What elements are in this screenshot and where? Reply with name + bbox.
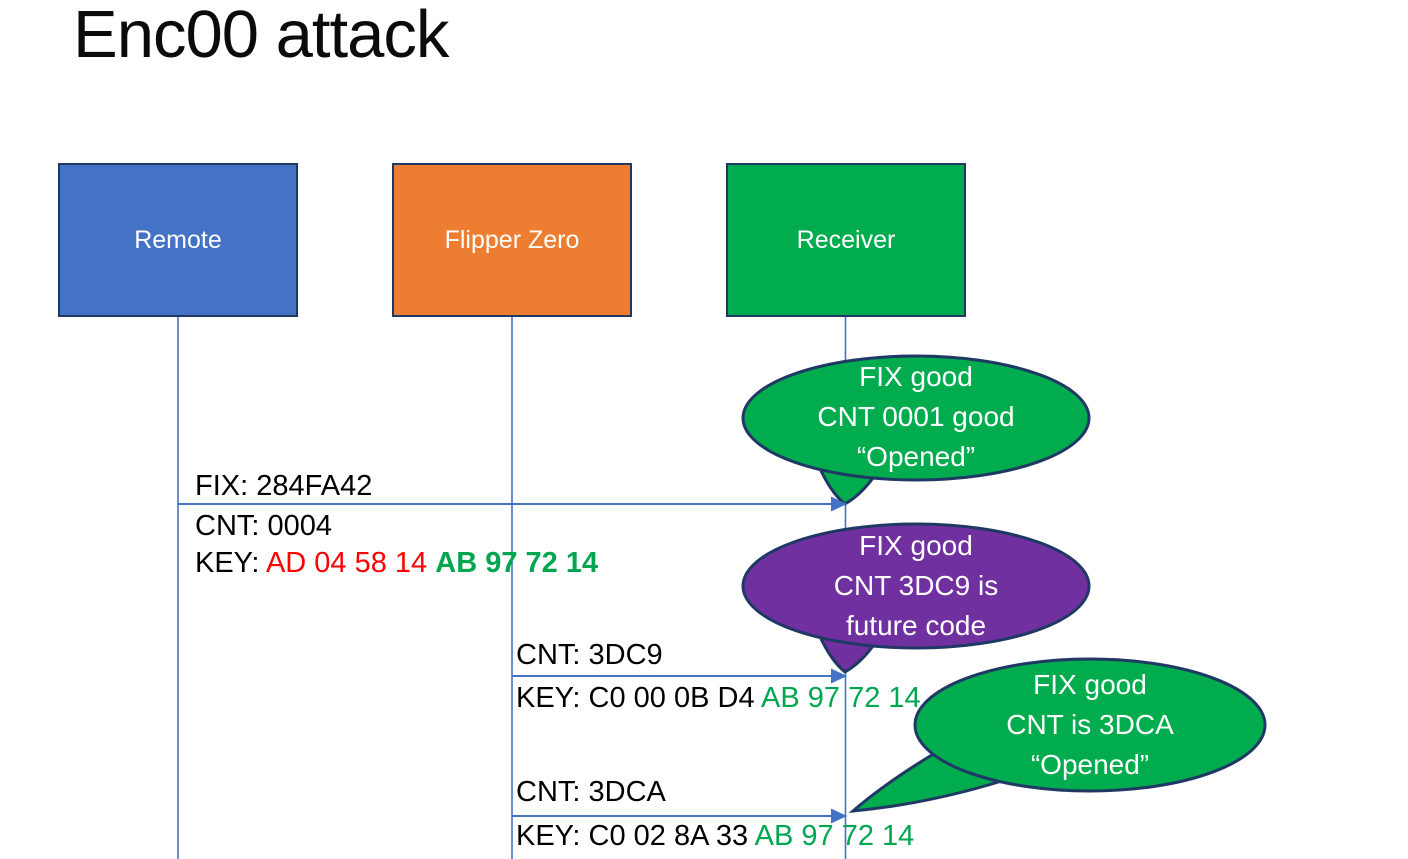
message-2-cnt-label: CNT: 3DC9 [516, 639, 663, 671]
callout-bubble-opened-1 [741, 354, 1091, 506]
key-fixed-segment: AB 97 72 14 [754, 820, 915, 852]
callout-3-ellipse [913, 657, 1267, 793]
actor-box-flipper-zero: Flipper Zero [392, 163, 632, 317]
actor-box-remote: Remote [58, 163, 298, 317]
actor-label-flipper-zero: Flipper Zero [444, 225, 580, 254]
callout-line: “Opened” [856, 441, 976, 472]
callout-line: CNT 0001 good [817, 401, 1015, 432]
callout-3-text: FIX good CNT is 3DCA “Opened” [915, 665, 1265, 785]
actor-label-remote: Remote [134, 225, 222, 254]
message-3-cnt-label: CNT: 3DCA [516, 776, 666, 808]
key-prefix: KEY: [195, 547, 266, 579]
key-changed-segment: C0 02 8A 33 [588, 820, 755, 852]
message-1-cnt-label: CNT: 0004 [195, 510, 333, 542]
callout-line: future code [845, 610, 987, 641]
message-arrow-1-head [831, 496, 847, 512]
key-prefix: KEY: [516, 682, 589, 714]
message-arrow-1 [178, 496, 847, 512]
callout-1-ellipse [741, 354, 1091, 482]
message-arrow-3-head [831, 808, 847, 824]
message-arrow-2 [512, 668, 847, 684]
message-1-fix-label: FIX: 284FA42 [195, 470, 373, 502]
callout-bubble-opened-2 [848, 657, 1267, 813]
callout-2-ellipse [741, 522, 1091, 650]
key-prefix: KEY: [516, 820, 589, 852]
actor-label-receiver: Receiver [796, 225, 896, 254]
callout-line: CNT 3DC9 is [833, 570, 999, 601]
callout-1-text: FIX good CNT 0001 good “Opened” [743, 357, 1089, 477]
key-fixed-segment: AB 97 72 14 [761, 682, 921, 714]
key-fixed-segment: AB 97 72 14 [435, 547, 599, 579]
key-changed-segment: C0 00 0B D4 [588, 682, 762, 714]
message-1-key-label: KEY: AD 04 58 14 AB 97 72 14 [195, 546, 598, 580]
message-arrow-3 [512, 808, 847, 824]
callout-line: FIX good [859, 361, 973, 392]
message-3-key-label: KEY: C0 02 8A 33 AB 97 72 14 [516, 819, 914, 853]
message-arrow-2-head [831, 668, 847, 684]
actor-box-receiver: Receiver [726, 163, 966, 317]
callout-line: CNT is 3DCA [1006, 709, 1174, 740]
callout-2-text: FIX good CNT 3DC9 is future code [743, 526, 1089, 646]
message-2-key-label: KEY: C0 00 0B D4 AB 97 72 14 [516, 681, 921, 715]
callout-line: “Opened” [1030, 749, 1150, 780]
callout-bubble-future-code [741, 522, 1091, 674]
key-changed-segment: AD 04 58 14 [265, 547, 436, 579]
page-title: Enc00 attack [73, 0, 449, 72]
callout-line: FIX good [859, 530, 973, 561]
callout-line: FIX good [1033, 669, 1147, 700]
